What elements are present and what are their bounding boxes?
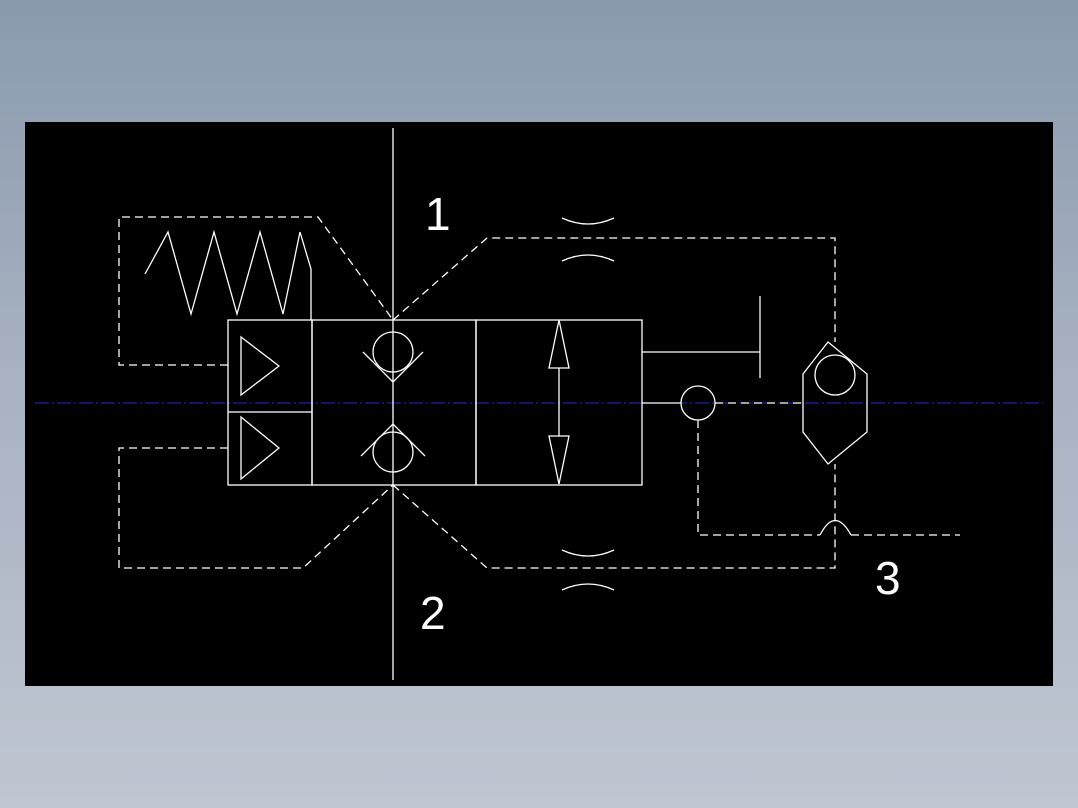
- check-ball-upper-icon: [372, 331, 414, 373]
- port-3-label: 3: [875, 552, 901, 604]
- spring-symbol: [144, 229, 312, 320]
- orifice-lower-icon: [561, 549, 615, 591]
- port-1-label: 1: [425, 188, 451, 240]
- hydraulic-schematic: 1 2 3: [35, 128, 1043, 680]
- cad-viewport[interactable]: 1 2 3: [25, 122, 1053, 686]
- flow-arrow-down-icon: [548, 435, 570, 485]
- pilot-arrow-lower-icon: [240, 415, 281, 481]
- pilot-line-lower-right: [392, 464, 836, 569]
- pilot-line-upper-right: [392, 237, 836, 342]
- check-ball-lower-icon: [372, 431, 414, 473]
- pilot-line-lower-left: [118, 447, 394, 569]
- filter-element-icon: [802, 341, 868, 465]
- line-crossing-hop: [819, 519, 852, 536]
- orifice-upper-icon: [561, 217, 615, 262]
- port-2-label: 2: [420, 587, 446, 639]
- pilot-line-upper-left: [118, 216, 394, 366]
- drain-line: [697, 420, 820, 536]
- filter-check-ball-icon: [814, 354, 856, 396]
- flow-arrow-up-icon: [548, 319, 570, 369]
- pilot-arrow-upper-icon: [240, 335, 281, 397]
